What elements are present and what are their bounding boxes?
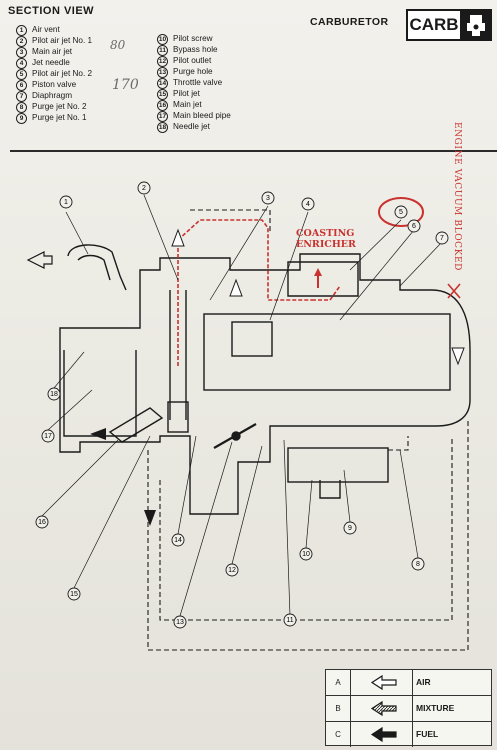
divider bbox=[10, 150, 497, 152]
callout-label: 15 bbox=[70, 591, 78, 598]
callout-label: 17 bbox=[44, 433, 52, 440]
needle-jet-column bbox=[169, 290, 187, 420]
callout-label: 18 bbox=[50, 391, 58, 398]
piston-valve bbox=[231, 321, 273, 357]
blocked-mark bbox=[447, 283, 461, 299]
callout-label: 12 bbox=[228, 567, 236, 574]
outline-arrow-icon bbox=[350, 670, 413, 695]
callout-label: 1 bbox=[64, 199, 68, 206]
callout-label: 2 bbox=[142, 185, 146, 192]
callout-7: 7 bbox=[435, 231, 449, 245]
diaphragm-chamber bbox=[287, 261, 359, 297]
flow-arrows bbox=[26, 228, 465, 526]
callout-8: 8 bbox=[411, 557, 425, 571]
callout-label: 16 bbox=[38, 519, 46, 526]
engine-vacuum-note: ENGINE VACUUM BLOCKED bbox=[452, 122, 462, 271]
callout-6: 6 bbox=[407, 219, 421, 233]
leader-lines bbox=[41, 194, 443, 617]
section-title: SECTION VIEW bbox=[8, 5, 95, 17]
callout-label: 11 bbox=[286, 617, 293, 624]
highlight-circle bbox=[378, 197, 424, 227]
air-vent-tube bbox=[67, 244, 127, 291]
callout-label: 6 bbox=[412, 223, 416, 230]
flow-key-table: A AIR B MIXTURE C FUEL bbox=[325, 669, 492, 747]
callout-label: 9 bbox=[348, 525, 352, 532]
handwritten-note: 80 bbox=[110, 38, 126, 52]
key-row-air: A AIR bbox=[326, 670, 491, 696]
callout-label: 5 bbox=[399, 209, 403, 216]
carburetor-body bbox=[59, 253, 471, 515]
callout-label: 7 bbox=[440, 235, 444, 242]
callout-9: 9 bbox=[343, 521, 357, 535]
callout-15: 15 bbox=[67, 587, 81, 601]
callout-5: 5 bbox=[394, 205, 408, 219]
bypass-circuit bbox=[147, 209, 469, 651]
callout-2: 2 bbox=[137, 181, 151, 195]
callout-3: 3 bbox=[261, 191, 275, 205]
callout-12: 12 bbox=[225, 563, 239, 577]
callout-14: 14 bbox=[171, 533, 185, 547]
chapter-badge: CARB bbox=[406, 9, 462, 41]
callout-18: 18 bbox=[47, 387, 61, 401]
solid-arrow-icon bbox=[350, 722, 413, 747]
callout-17: 17 bbox=[41, 429, 55, 443]
callout-10: 10 bbox=[299, 547, 313, 561]
callout-label: 14 bbox=[174, 537, 182, 544]
callout-label: 3 bbox=[266, 195, 270, 202]
carburetor-icon bbox=[460, 9, 492, 41]
chapter-label: CARBURETOR bbox=[310, 16, 389, 28]
callout-label: 13 bbox=[176, 619, 184, 626]
lower-passage bbox=[287, 447, 389, 483]
key-row-fuel: C FUEL bbox=[326, 722, 491, 747]
callout-4: 4 bbox=[301, 197, 315, 211]
callout-16: 16 bbox=[35, 515, 49, 529]
callout-1: 1 bbox=[59, 195, 73, 209]
main-jet-block bbox=[108, 407, 164, 443]
callout-13: 13 bbox=[173, 615, 187, 629]
handwritten-note: 170 bbox=[112, 77, 139, 93]
callout-label: 8 bbox=[416, 561, 420, 568]
callout-label: 4 bbox=[306, 201, 310, 208]
callout-11: 11 bbox=[283, 613, 297, 627]
main-bore bbox=[203, 313, 451, 391]
coasting-enricher-label: COASTING ENRICHER bbox=[296, 228, 356, 250]
key-row-mixture: B MIXTURE bbox=[326, 696, 491, 722]
hatched-arrow-icon bbox=[350, 696, 413, 721]
callout-label: 10 bbox=[302, 551, 310, 558]
